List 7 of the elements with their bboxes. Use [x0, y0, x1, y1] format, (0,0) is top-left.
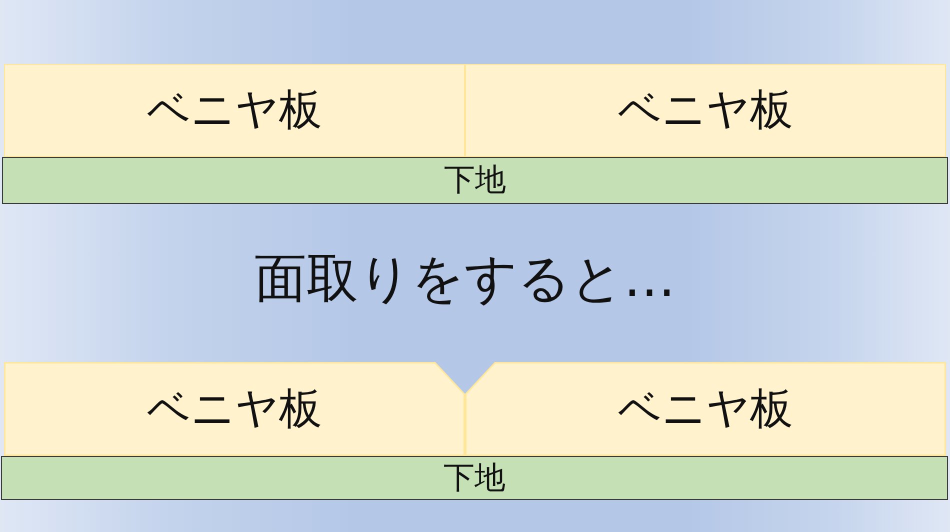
substrate-bar: 下地 — [2, 157, 948, 204]
plywood-panel: ベニヤ板 — [465, 64, 946, 157]
plywood-panel: ベニヤ板 — [4, 64, 465, 157]
plywood-panel: ベニヤ板 — [4, 362, 465, 456]
plywood-panel: ベニヤ板 — [465, 362, 946, 456]
substrate-bar: 下地 — [1, 456, 948, 500]
transition-text: 面取りをすると… — [254, 248, 676, 311]
